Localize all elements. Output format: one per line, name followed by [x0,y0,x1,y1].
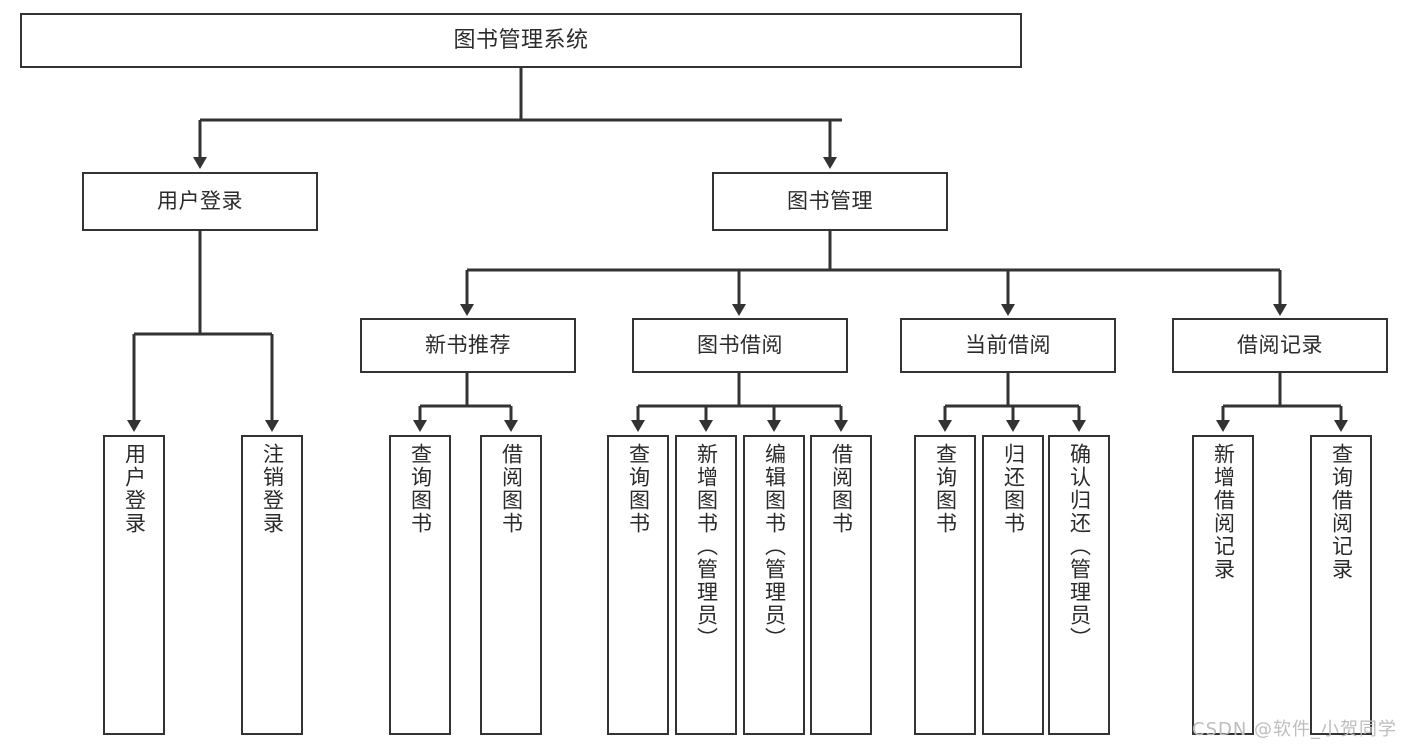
node-leaf-query-book-2[interactable]: 查询图书 [607,435,669,735]
node-root-label: 图书管理系统 [453,27,589,53]
node-borrow-record[interactable]: 借阅记录 [1172,318,1388,373]
node-user-login[interactable]: 用户登录 [82,172,318,231]
node-leaf-query-record-label: 查询借阅记录 [1329,443,1354,581]
node-book-manage[interactable]: 图书管理 [712,172,948,231]
node-book-borrow[interactable]: 图书借阅 [632,318,848,373]
node-borrow-record-label: 借阅记录 [1237,333,1323,358]
node-leaf-borrow-book-2-label: 借阅图书 [829,443,854,535]
node-leaf-query-book-2-label: 查询图书 [626,443,651,535]
node-leaf-edit-book[interactable]: 编辑图书（管理员） [743,435,805,735]
node-leaf-user-login[interactable]: 用户登录 [103,435,165,735]
node-leaf-user-logout-label: 注销登录 [260,443,285,535]
node-leaf-add-book[interactable]: 新增图书（管理员） [675,435,737,735]
node-root[interactable]: 图书管理系统 [20,13,1022,68]
node-leaf-query-book-1-label: 查询图书 [408,443,433,535]
node-leaf-add-book-label: 新增图书（管理员） [694,443,719,650]
node-leaf-query-book-3[interactable]: 查询图书 [914,435,976,735]
node-leaf-user-login-label: 用户登录 [122,443,147,535]
node-leaf-query-book-1[interactable]: 查询图书 [389,435,451,735]
node-leaf-borrow-book-1-label: 借阅图书 [499,443,524,535]
node-leaf-return-book[interactable]: 归还图书 [982,435,1044,735]
node-leaf-add-record-label: 新增借阅记录 [1211,443,1236,581]
node-leaf-query-record[interactable]: 查询借阅记录 [1310,435,1372,735]
node-book-borrow-label: 图书借阅 [697,333,783,358]
node-book-manage-label: 图书管理 [787,189,873,214]
node-user-login-label: 用户登录 [157,189,243,214]
node-leaf-confirm-return[interactable]: 确认归还（管理员） [1048,435,1110,735]
node-leaf-borrow-book-1[interactable]: 借阅图书 [480,435,542,735]
node-leaf-query-book-3-label: 查询图书 [933,443,958,535]
node-new-book-recommend[interactable]: 新书推荐 [360,318,576,373]
node-new-book-recommend-label: 新书推荐 [425,333,511,358]
node-leaf-borrow-book-2[interactable]: 借阅图书 [810,435,872,735]
node-current-borrow[interactable]: 当前借阅 [900,318,1116,373]
node-leaf-user-logout[interactable]: 注销登录 [241,435,303,735]
node-leaf-edit-book-label: 编辑图书（管理员） [762,443,787,650]
node-leaf-return-book-label: 归还图书 [1001,443,1026,535]
watermark: CSDN @软件_小贺同学 [1192,719,1398,740]
node-leaf-confirm-return-label: 确认归还（管理员） [1067,443,1092,650]
node-leaf-add-record[interactable]: 新增借阅记录 [1192,435,1254,735]
node-current-borrow-label: 当前借阅 [965,333,1051,358]
